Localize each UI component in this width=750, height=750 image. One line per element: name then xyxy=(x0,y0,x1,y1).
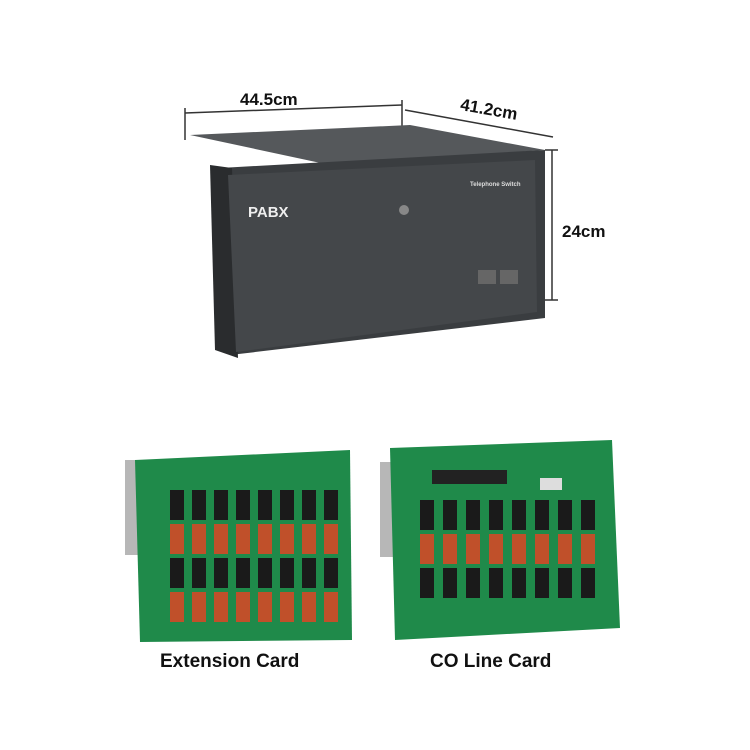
circuit-component xyxy=(214,490,228,520)
pabx-brand-label: PABX xyxy=(248,204,289,221)
circuit-component xyxy=(512,500,526,530)
circuit-component xyxy=(302,524,316,554)
circuit-component xyxy=(558,534,572,564)
circuit-component xyxy=(214,592,228,622)
circuit-component xyxy=(170,558,184,588)
panel-label: Telephone Switch xyxy=(470,182,521,188)
circuit-component xyxy=(214,558,228,588)
circuit-component xyxy=(466,568,480,598)
circuit-component xyxy=(443,568,457,598)
circuit-component xyxy=(192,558,206,588)
circuit-component xyxy=(558,500,572,530)
circuit-component xyxy=(466,500,480,530)
circuit-component xyxy=(581,534,595,564)
circuit-component xyxy=(258,558,272,588)
circuit-component xyxy=(236,558,250,588)
circuit-component xyxy=(192,524,206,554)
circuit-component xyxy=(302,558,316,588)
width-dimension-label: 44.5cm xyxy=(240,90,298,109)
circuit-component xyxy=(258,524,272,554)
circuit-component xyxy=(535,534,549,564)
circuit-component xyxy=(302,592,316,622)
circuit-component xyxy=(420,500,434,530)
extension-card-caption: Extension Card xyxy=(160,651,300,672)
circuit-component xyxy=(236,592,250,622)
circuit-component xyxy=(214,524,228,554)
circuit-component xyxy=(324,592,338,622)
circuit-component xyxy=(324,524,338,554)
lock-icon xyxy=(399,205,409,215)
circuit-component xyxy=(192,592,206,622)
extension-card-image xyxy=(125,450,352,642)
circuit-component xyxy=(258,592,272,622)
circuit-component xyxy=(280,524,294,554)
circuit-component xyxy=(535,568,549,598)
circuit-component xyxy=(280,558,294,588)
co-line-card-image xyxy=(380,440,620,640)
co-line-card-caption: CO Line Card xyxy=(430,651,552,672)
circuit-component xyxy=(581,568,595,598)
circuit-component xyxy=(420,534,434,564)
circuit-component xyxy=(489,568,503,598)
circuit-component xyxy=(170,592,184,622)
circuit-component xyxy=(236,524,250,554)
circuit-component xyxy=(280,490,294,520)
circuit-component xyxy=(535,500,549,530)
circuit-component xyxy=(558,568,572,598)
indicator-panel xyxy=(478,270,496,284)
pabx-chassis xyxy=(190,125,545,358)
indicator-panel xyxy=(500,270,518,284)
circuit-component xyxy=(192,490,206,520)
circuit-component xyxy=(170,524,184,554)
circuit-component xyxy=(302,490,316,520)
circuit-component xyxy=(258,490,272,520)
circuit-component xyxy=(512,534,526,564)
circuit-component xyxy=(466,534,480,564)
circuit-component xyxy=(489,500,503,530)
circuit-component xyxy=(170,490,184,520)
circuit-component xyxy=(420,568,434,598)
circuit-component xyxy=(512,568,526,598)
circuit-component xyxy=(280,592,294,622)
circuit-component xyxy=(236,490,250,520)
dimension-lines xyxy=(184,100,558,301)
circuit-component xyxy=(324,558,338,588)
circuit-component xyxy=(581,500,595,530)
height-dimension-label: 24cm xyxy=(562,222,606,241)
circuit-component xyxy=(324,490,338,520)
circuit-component xyxy=(443,534,457,564)
circuit-component xyxy=(443,500,457,530)
circuit-component xyxy=(489,534,503,564)
